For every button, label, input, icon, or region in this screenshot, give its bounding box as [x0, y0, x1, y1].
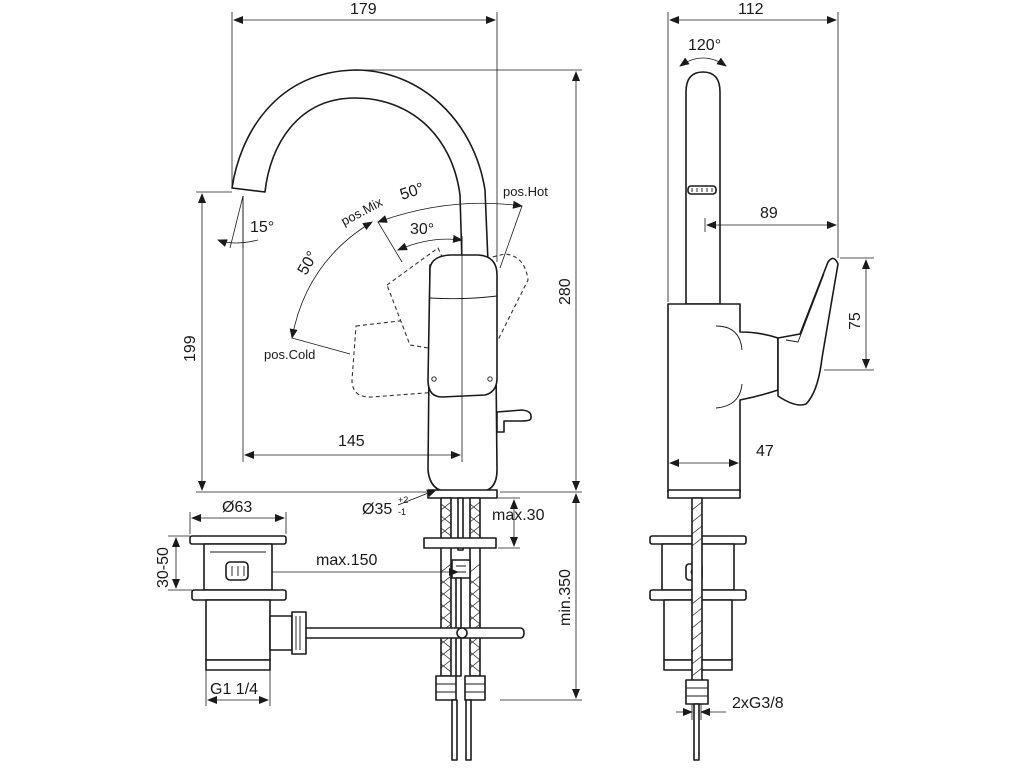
dim-280: 280 [557, 278, 574, 305]
mounting-plate [423, 537, 497, 549]
label-pos-mix: pos.Mix [338, 194, 385, 229]
dim-145: 145 [338, 433, 365, 450]
popup-lever [496, 409, 532, 433]
waste-thread [205, 659, 271, 671]
hose-fitting-right [464, 675, 486, 701]
waste-view: Ø63 30-50 G1 1/4 [155, 499, 307, 706]
threaded-rod [455, 577, 462, 677]
dim-63: Ø63 [222, 499, 252, 516]
tol-plus: +2 [398, 495, 408, 505]
waste-flange [189, 535, 287, 545]
side-hose [691, 497, 703, 689]
handle-rivet-right [487, 376, 493, 382]
spout-outlet [231, 187, 266, 193]
spout [231, 69, 489, 263]
dim-75: 75 [847, 312, 864, 330]
waste-dimensions: Ø63 30-50 G1 1/4 [155, 499, 287, 706]
side-dimensions: 112 120° 89 75 47 2xG3/8 [667, 1, 874, 720]
dim-connections: 2xG3/8 [732, 695, 784, 712]
dim-min-350: min.350 [557, 569, 574, 626]
pipe-left [451, 699, 458, 761]
side-view: 112 120° 89 75 47 2xG3/8 [649, 1, 874, 761]
angle-30: 30° [410, 221, 434, 238]
lever-handle [427, 254, 498, 398]
handle-rivet-left [431, 376, 437, 382]
label-pos-hot: pos.Hot [503, 184, 548, 199]
angle-120: 120° [688, 37, 721, 54]
pipe-right [465, 699, 472, 761]
dim-179: 179 [350, 1, 377, 18]
dim-112: 112 [738, 1, 764, 18]
rod-clamp [456, 627, 468, 639]
side-pipe [693, 703, 700, 761]
side-body [667, 303, 779, 493]
dim-max-30: max.30 [492, 507, 545, 524]
tol-minus: -1 [398, 507, 406, 517]
hose-fitting-left [435, 675, 457, 701]
dim-hole-dia: Ø35 [362, 501, 392, 518]
dim-max-150: max.150 [316, 552, 377, 569]
waste-nut [191, 589, 287, 601]
mounting-nut [451, 559, 471, 579]
dim-199: 199 [182, 335, 199, 362]
side-lever [777, 257, 839, 406]
faucet-base [427, 489, 498, 499]
side-base [667, 489, 741, 499]
waste-side-port [269, 615, 293, 651]
dim-89: 89 [760, 205, 778, 222]
dim-47: 47 [756, 443, 774, 460]
angle-15: 15° [250, 219, 274, 236]
dim-thread: G1 1/4 [210, 681, 258, 698]
waste-overflow-slot [225, 561, 249, 581]
label-pos-cold: pos.Cold [264, 347, 315, 362]
handle-edge [429, 295, 498, 300]
side-fitting [685, 679, 709, 705]
waste-tailpiece [205, 599, 271, 661]
dim-30-50: 30-50 [155, 547, 172, 588]
angle-50-top: 50° [398, 180, 426, 204]
connecting-rod [304, 627, 525, 639]
